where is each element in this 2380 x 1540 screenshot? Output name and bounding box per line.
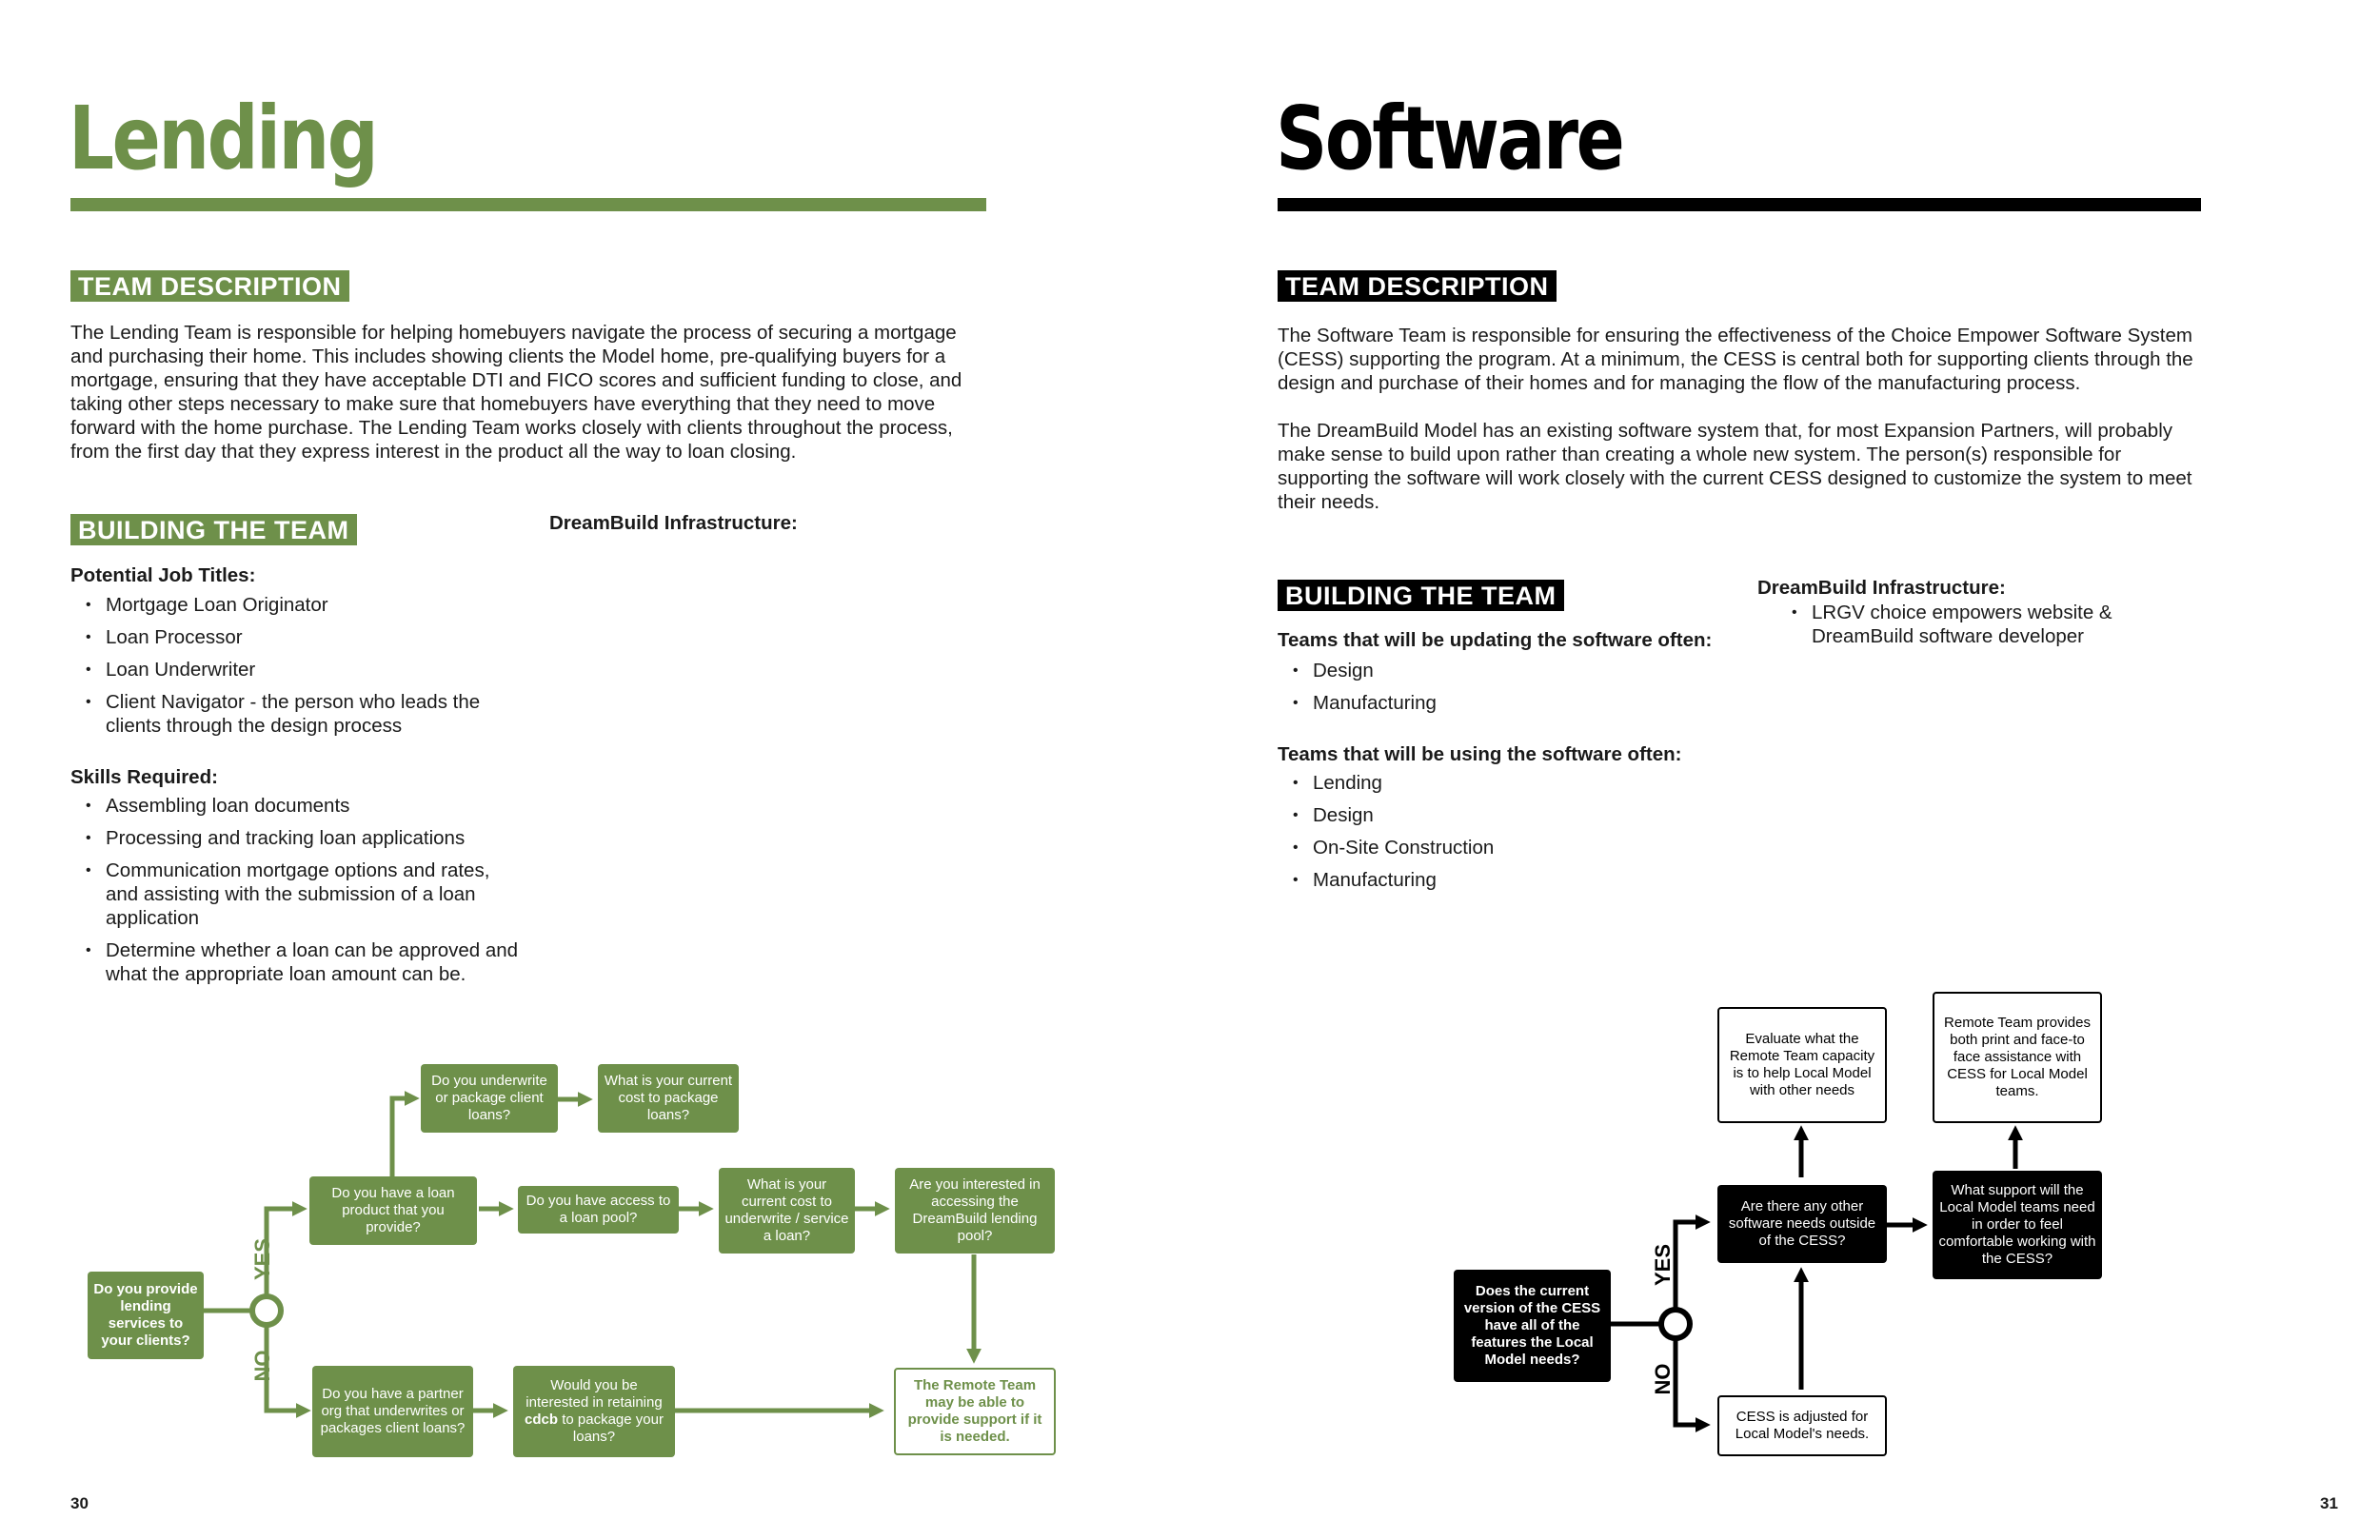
list-item: Loan Underwriter [70, 658, 527, 681]
skills-list: Assembling loan documents Processing and… [70, 794, 527, 995]
team-description-heading: TEAM DESCRIPTION [1278, 270, 1557, 302]
using-teams-list: Lending Design On-Site Construction Manu… [1278, 771, 1735, 900]
team-description-text-1: The Software Team is responsible for ens… [1278, 325, 2193, 394]
list-item: Lending [1278, 771, 1735, 795]
updating-teams-list: Design Manufacturing [1278, 659, 1735, 723]
yes-label: YES [250, 1237, 274, 1281]
job-titles-list: Mortgage Loan Originator Loan Processor … [70, 593, 527, 746]
flow-underwrite: Do you underwrite or package client loan… [421, 1064, 558, 1133]
list-item: Loan Processor [70, 625, 527, 649]
infrastructure-label: DreamBuild Infrastructure: [549, 512, 798, 534]
flow-loan-product: Do you have a loan product that you prov… [309, 1176, 477, 1245]
flow-interested-pool: Are you interested in accessing the Drea… [895, 1168, 1055, 1254]
flow-remote-team-lending: The Remote Team may be able to provide s… [894, 1368, 1056, 1455]
list-item: Design [1278, 803, 1735, 827]
title-rule-lending [70, 198, 986, 211]
list-item: Determine whether a loan can be approved… [70, 938, 534, 986]
flow-cost-underwrite: What is your current cost to underwrite … [719, 1168, 855, 1254]
team-description-heading: TEAM DESCRIPTION [70, 270, 349, 302]
flow-other-needs: Are there any other software needs outsi… [1717, 1185, 1887, 1263]
list-item: Manufacturing [1278, 691, 1735, 715]
infrastructure-label: DreamBuild Infrastructure: [1757, 577, 2006, 599]
page-number-left: 30 [70, 1494, 89, 1512]
flow-start-lending: Do you provide lending services to your … [88, 1272, 204, 1359]
using-teams-label: Teams that will be using the software of… [1278, 743, 1682, 765]
flow-what-support: What support will the Local Model teams … [1933, 1171, 2102, 1279]
building-team-heading: BUILDING THE TEAM [70, 514, 357, 545]
list-item: Mortgage Loan Originator [70, 593, 527, 617]
title-rule-software [1278, 198, 2201, 211]
list-item: Client Navigator - the person who leads … [70, 690, 486, 738]
skills-label: Skills Required: [70, 766, 218, 788]
list-item: Manufacturing [1278, 868, 1735, 892]
infrastructure-list: LRGV choice empowers website & DreamBuil… [1776, 601, 2157, 657]
flow-adjusted: CESS is adjusted for Local Model's needs… [1717, 1395, 1887, 1456]
list-item: Processing and tracking loan application… [70, 826, 527, 850]
team-description-text: The Lending Team is responsible for help… [70, 322, 962, 463]
no-label: NO [250, 1350, 274, 1382]
flow-loan-pool: Do you have access to a loan pool? [518, 1186, 679, 1234]
flow-partner-org: Do you have a partner org that underwrit… [312, 1366, 473, 1457]
list-item: Design [1278, 659, 1735, 682]
flow-start-software: Does the current version of the CESS hav… [1454, 1270, 1611, 1382]
page-title-lending: Lending [69, 88, 379, 189]
list-item: On-Site Construction [1278, 836, 1735, 859]
flow-evaluate: Evaluate what the Remote Team capacity i… [1717, 1007, 1887, 1123]
flow-remote-provides: Remote Team provides both print and face… [1933, 992, 2102, 1123]
building-team-heading: BUILDING THE TEAM [1278, 580, 1564, 611]
page-number-right: 31 [2320, 1494, 2338, 1512]
list-item: LRGV choice empowers website & DreamBuil… [1776, 601, 2135, 648]
list-item: Assembling loan documents [70, 794, 527, 818]
flow-retaining: Would you be interested in retaining cdc… [513, 1366, 675, 1457]
no-label: NO [1651, 1363, 1675, 1395]
team-description-text-2: The DreamBuild Model has an existing sof… [1278, 420, 2192, 513]
list-item: Communication mortgage options and rates… [70, 859, 506, 930]
flow-current-cost: What is your current cost to package loa… [598, 1064, 739, 1133]
updating-teams-label: Teams that will be updating the software… [1278, 629, 1713, 651]
page-title-software: Software [1276, 88, 1625, 189]
yes-label: YES [1651, 1243, 1675, 1287]
job-titles-label: Potential Job Titles: [70, 564, 256, 586]
flow-retaining-text: Would you be interested in retaining cdc… [525, 1377, 664, 1445]
